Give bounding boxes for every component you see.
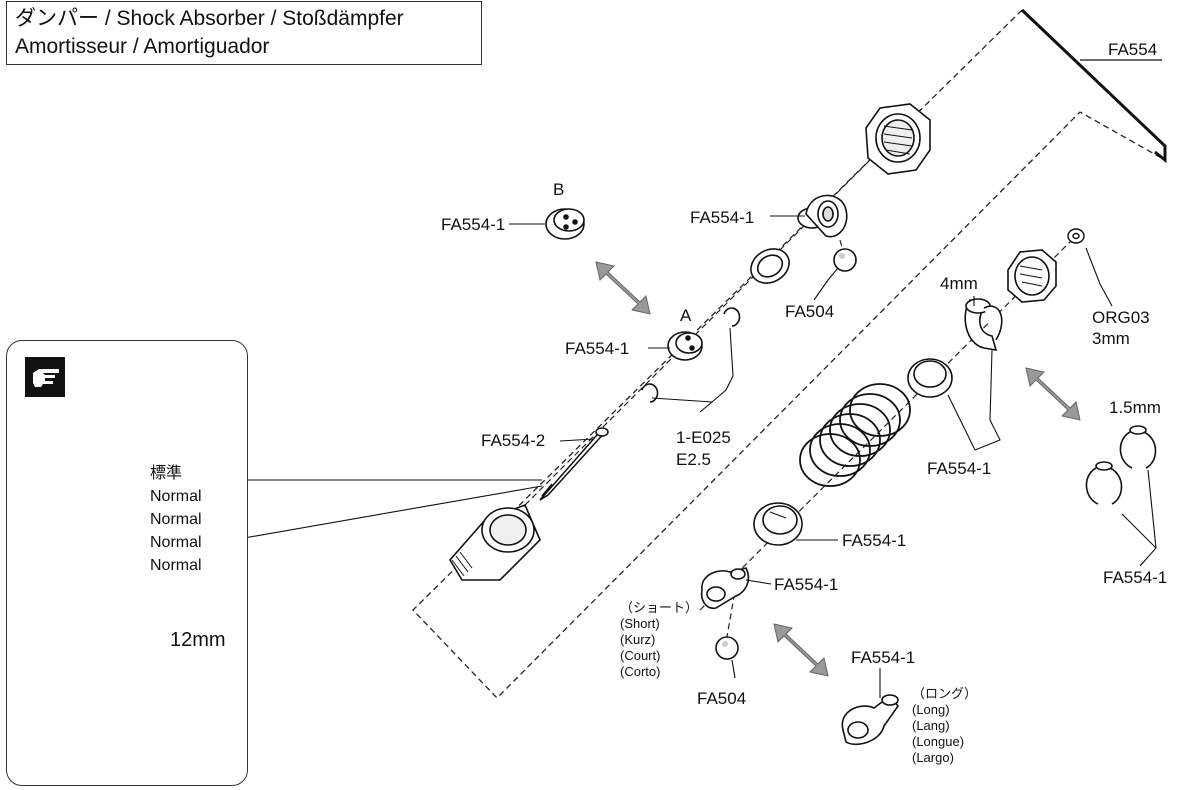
- standard-label-de: Normal: [150, 511, 202, 528]
- spacer-4mm: [964, 298, 1003, 351]
- long-label-en: (Long): [912, 702, 950, 717]
- short-label-de: (Kurz): [620, 632, 656, 647]
- label-fa554-1-long: FA554-1: [851, 648, 916, 667]
- title-line-2: Amortisseur / Amortiguador: [15, 35, 270, 58]
- label-e-clip-code: 1-E025: [676, 428, 731, 447]
- bottom-ball: [715, 636, 739, 660]
- shock-body: [449, 503, 541, 581]
- spacer-1-5mm: [1085, 425, 1157, 505]
- label-e-clip-size: E2.5: [676, 450, 711, 469]
- label-4mm: 4mm: [940, 274, 978, 293]
- lower-cap-nut: [1007, 249, 1057, 303]
- org03-o-ring: [1067, 228, 1085, 244]
- label-fa554-1-end: FA554-1: [774, 575, 839, 594]
- label-fa554-1-top: FA554-1: [690, 208, 755, 227]
- standard-label: 標準 Normal Normal Normal Normal: [150, 462, 202, 577]
- short-variant-label: （ショート） (Short) (Kurz) (Court) (Corto): [620, 600, 698, 680]
- piston-b: [545, 208, 585, 240]
- pointing-hand-icon: [25, 357, 65, 397]
- short-label-en: (Short): [620, 616, 660, 631]
- top-cap-nut: [865, 103, 931, 175]
- short-rod-end: [700, 567, 750, 610]
- long-rod-end: [841, 694, 899, 746]
- fa554-bracket: [1020, 8, 1167, 164]
- top-eyelet: [797, 194, 848, 238]
- title-line-1: ダンパー / Shock Absorber / Stoßdämpfer: [15, 7, 404, 30]
- label-12mm: 12mm: [170, 629, 226, 651]
- label-fa554-1-a: FA554-1: [565, 339, 630, 358]
- standard-label-ja: 標準: [150, 465, 183, 482]
- standard-label-es: Normal: [150, 557, 202, 574]
- assembly-outline: [412, 9, 1166, 699]
- short-label-ja: （ショート）: [620, 600, 699, 615]
- marker-b: B: [553, 180, 565, 199]
- label-fa554: FA554: [1108, 40, 1158, 59]
- label-fa554-1-collar: FA554-1: [842, 531, 907, 550]
- spring: [799, 383, 911, 487]
- label-org03-size: 3mm: [1092, 329, 1130, 348]
- shaft: [539, 427, 609, 501]
- label-fa554-1-right: FA554-1: [1103, 568, 1168, 587]
- title-box: ダンパー / Shock Absorber / Stoßdämpfer Amor…: [6, 1, 482, 65]
- inset-panel: [6, 340, 248, 786]
- label-fa554-1-spring: FA554-1: [927, 459, 992, 478]
- short-label-fr: (Court): [620, 648, 661, 663]
- standard-label-fr: Normal: [150, 534, 202, 551]
- marker-a: A: [680, 306, 692, 325]
- top-o-ring: [750, 248, 790, 284]
- long-label-es: (Largo): [912, 750, 954, 765]
- spring-retainer: [907, 358, 953, 398]
- long-label-de: (Lang): [912, 718, 950, 733]
- long-variant-label: （ロング） (Long) (Lang) (Longue) (Largo): [912, 686, 977, 766]
- label-org03: ORG03: [1092, 308, 1150, 327]
- top-ball: [833, 248, 857, 272]
- label-fa554-2: FA554-2: [481, 431, 546, 450]
- short-label-es: (Corto): [620, 664, 661, 679]
- zoom-lines: [243, 479, 543, 539]
- label-fa504-top: FA504: [785, 302, 835, 321]
- label-fa554-1-b: FA554-1: [441, 215, 506, 234]
- swap-arrows: [595, 261, 1081, 677]
- long-label-ja: （ロング）: [912, 686, 978, 701]
- label-1-5mm: 1.5mm: [1109, 398, 1161, 417]
- standard-label-en: Normal: [150, 488, 202, 505]
- leader-lines: [509, 215, 1157, 698]
- lower-collar: [753, 502, 803, 546]
- piston-a: [667, 331, 703, 361]
- e-clips: [641, 307, 741, 403]
- long-label-fr: (Longue): [912, 734, 965, 749]
- label-fa504-bottom: FA504: [697, 689, 747, 708]
